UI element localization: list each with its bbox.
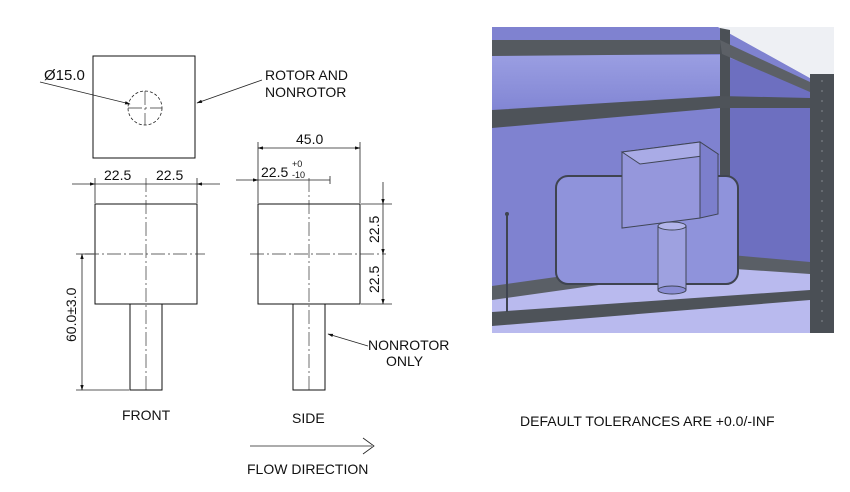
side-view: 45.0 22.5 +0 -10 22.5 22.5 NONROTOR ONLY… <box>236 131 449 426</box>
top-view: Ø15.0 ROTOR AND NONROTOR <box>39 55 348 159</box>
side-total-width: 45.0 <box>296 131 323 147</box>
render-exterior <box>718 27 834 78</box>
frame-top-rail <box>492 40 720 56</box>
rotor-callout-line1: ROTOR AND <box>265 67 348 83</box>
tunnel-end-wall <box>720 55 810 270</box>
front-width-left: 22.5 <box>104 167 131 183</box>
front-view: 22.5 22.5 60.0±3.0 FRONT <box>63 167 220 423</box>
cylinder-top <box>657 221 687 231</box>
frame-floor-rail <box>492 290 810 326</box>
cube-side <box>699 141 719 219</box>
cylinder-bottom <box>657 285 687 295</box>
frame-mid-rail <box>492 96 810 128</box>
diameter-label: Ø15.0 <box>44 67 85 84</box>
frame-top-diagonal <box>720 40 810 92</box>
flow-arrow-head <box>362 437 375 455</box>
nonrotor-callout-line1: NONROTOR <box>368 337 449 353</box>
side-height-upper: 22.5 <box>366 216 382 243</box>
cylinder-body <box>657 225 687 291</box>
diameter-leader <box>39 81 131 105</box>
side-height-lower: 22.5 <box>366 266 382 293</box>
tolerance-note: DEFAULT TOLERANCES ARE +0.0/-INF <box>520 413 775 429</box>
side-offset-tol-lower: -10 <box>292 170 305 180</box>
side-offset: 22.5 <box>261 164 288 180</box>
flow-label: FLOW DIRECTION <box>247 461 368 477</box>
nonrotor-callout-line2: ONLY <box>386 353 424 369</box>
top-view-outline <box>92 55 196 159</box>
rotor-callout-line2: NONROTOR <box>265 84 346 100</box>
nonrotor-leader <box>327 333 369 347</box>
flow-direction: FLOW DIRECTION <box>247 437 375 477</box>
front-height-label: 60.0±3.0 <box>63 287 79 342</box>
probe-tip <box>505 212 509 216</box>
tunnel-render <box>492 27 834 333</box>
side-label: SIDE <box>292 410 325 426</box>
front-width-right: 22.5 <box>156 167 183 183</box>
frame-right-column <box>810 74 834 333</box>
side-offset-tol-upper: +0 <box>292 159 302 169</box>
rotor-callout-leader <box>196 79 263 104</box>
front-label: FRONT <box>122 407 171 423</box>
